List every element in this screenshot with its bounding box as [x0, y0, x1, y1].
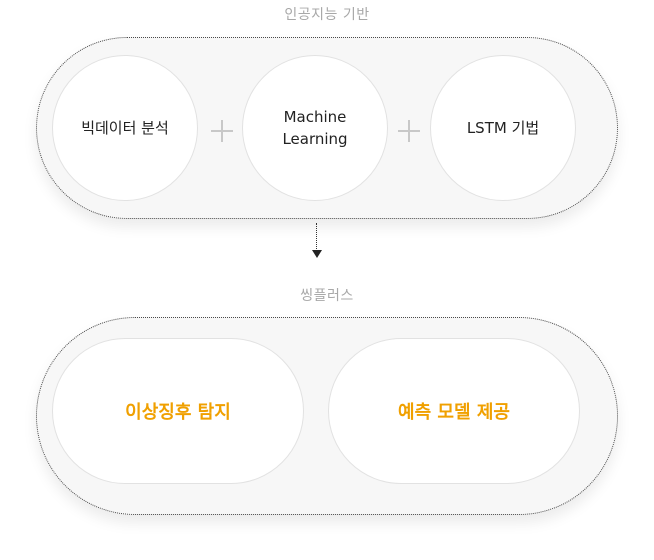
lstm-technique-node: LSTM 기법 — [430, 55, 576, 201]
machine-learning-node: Machine Learning — [242, 55, 388, 201]
prediction-model-node: 예측 모델 제공 — [328, 338, 580, 484]
bottom-section-label: 씽플러스 — [300, 288, 354, 304]
anomaly-detection-node: 이상징후 탐지 — [52, 338, 304, 484]
plus-icon — [211, 120, 233, 142]
big-data-analysis-node: 빅데이터 분석 — [52, 55, 198, 201]
top-section-label: 인공지능 기반 — [284, 7, 370, 23]
flow-connector-line — [316, 223, 317, 251]
arrow-down-icon — [312, 250, 322, 258]
plus-icon — [398, 120, 420, 142]
